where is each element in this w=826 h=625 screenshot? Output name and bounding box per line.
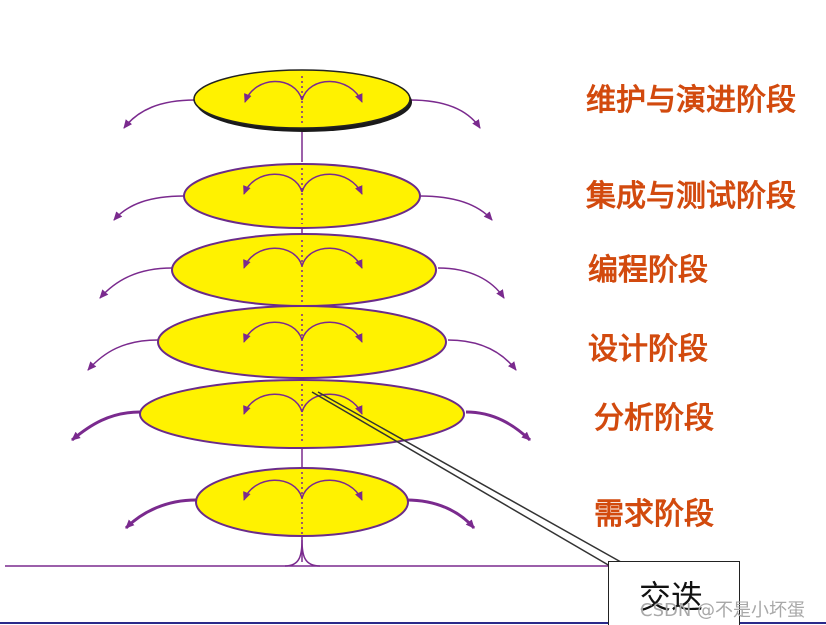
stage-label-design: 设计阶段 — [588, 332, 708, 367]
stage-label-testing: 集成与测试阶段 — [586, 179, 796, 214]
inner-loop-arrows — [243, 80, 363, 501]
side-arrows — [71, 99, 532, 530]
stage-label-requirements: 需求阶段 — [594, 497, 714, 532]
base-up-arrow — [284, 539, 321, 567]
watermark: CSDN @不是小坏蛋 — [640, 600, 806, 621]
callout-lines — [311, 391, 629, 567]
stage-disc-coding — [171, 233, 437, 307]
stage-label-analysis: 分析阶段 — [594, 401, 714, 436]
stage-disc-testing — [183, 163, 421, 229]
stage-label-maintenance: 维护与演进阶段 — [586, 83, 796, 118]
iterate-callout-box: 交迭 — [608, 561, 740, 625]
stage-label-coding: 编程阶段 — [588, 253, 708, 288]
iterate-label: 交迭 — [639, 578, 704, 616]
stage-disc-design — [157, 305, 447, 379]
